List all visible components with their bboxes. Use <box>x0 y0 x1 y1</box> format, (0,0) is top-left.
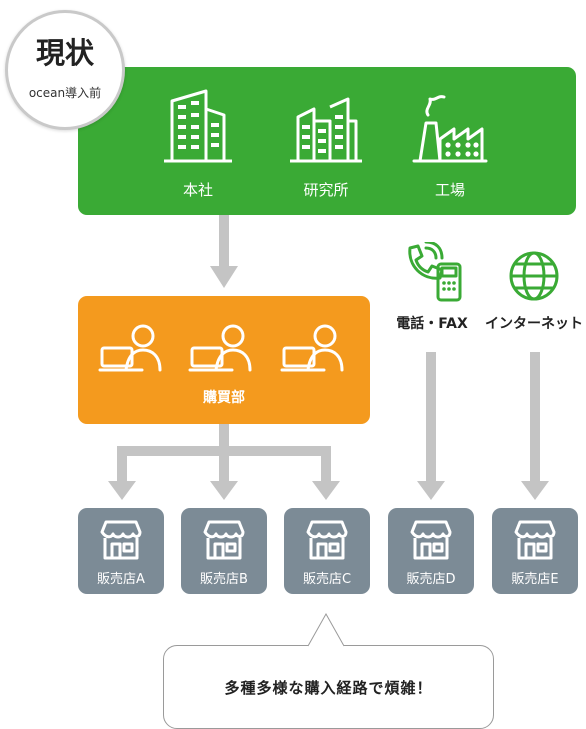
bubble-text: 多種多様な購入経路で煩雑！ <box>224 679 433 697</box>
hq-label: 工場 <box>434 181 465 199</box>
office-building-icon <box>164 89 232 163</box>
purchasing-department: 購買部 <box>78 296 370 424</box>
research-building-icon <box>290 97 362 163</box>
arrowhead <box>417 481 445 500</box>
hq-item-research-lab: 研究所 <box>276 87 376 199</box>
shop-card: 販売店C <box>284 508 370 594</box>
shop-label: 販売店A <box>97 572 145 587</box>
globe-icon <box>509 251 559 301</box>
status-badge: 現状 ocean導入前 <box>5 10 125 130</box>
person-laptop-icon <box>98 324 162 372</box>
factory-icon <box>412 95 488 163</box>
channel-label: 電話・FAX <box>396 316 468 332</box>
storefront-icon <box>306 520 348 560</box>
shop-card: 販売店B <box>181 508 267 594</box>
arrowhead <box>521 481 549 500</box>
hq-item-head-office: 本社 <box>148 87 248 199</box>
arrow-internet-to-shop-e <box>530 352 540 482</box>
shop-label: 販売店C <box>302 572 352 587</box>
arrowhead <box>210 266 238 288</box>
arrow-phone-to-shop-d <box>426 352 436 482</box>
hq-label: 本社 <box>182 181 213 199</box>
speech-bubble-tail <box>307 612 345 648</box>
headquarters-group: 本社 研究所 <box>78 67 576 215</box>
channel-internet: インターネット <box>475 248 586 333</box>
storefront-icon <box>203 520 245 560</box>
connector-trunk <box>219 424 229 446</box>
shop-card: 販売店A <box>78 508 164 594</box>
phone-fax-icon <box>408 242 462 302</box>
arrowhead <box>312 481 340 500</box>
badge-subtitle: ocean導入前 <box>28 86 102 100</box>
purchasing-label: 購買部 <box>203 390 245 406</box>
badge-title: 現状 <box>35 36 94 70</box>
person-laptop-icon <box>188 324 252 372</box>
shop-label: 販売店D <box>406 572 456 587</box>
hq-label: 研究所 <box>303 181 349 199</box>
channel-label: インターネット <box>485 316 583 332</box>
person-laptop-icon <box>280 324 344 372</box>
speech-bubble: 多種多様な購入経路で煩雑！ <box>163 645 494 729</box>
storefront-icon <box>100 520 142 560</box>
storefront-icon <box>410 520 452 560</box>
channel-phone-fax: 電話・FAX <box>387 242 477 333</box>
arrow-hq-to-purchasing <box>219 215 229 267</box>
arrowhead <box>210 481 238 500</box>
shop-label: 販売店E <box>511 572 559 587</box>
shop-card: 販売店E <box>492 508 578 594</box>
hq-item-factory: 工場 <box>400 87 500 199</box>
storefront-icon <box>514 520 556 560</box>
shop-card: 販売店D <box>388 508 474 594</box>
arrowhead <box>108 481 136 500</box>
shop-label: 販売店B <box>200 572 248 587</box>
